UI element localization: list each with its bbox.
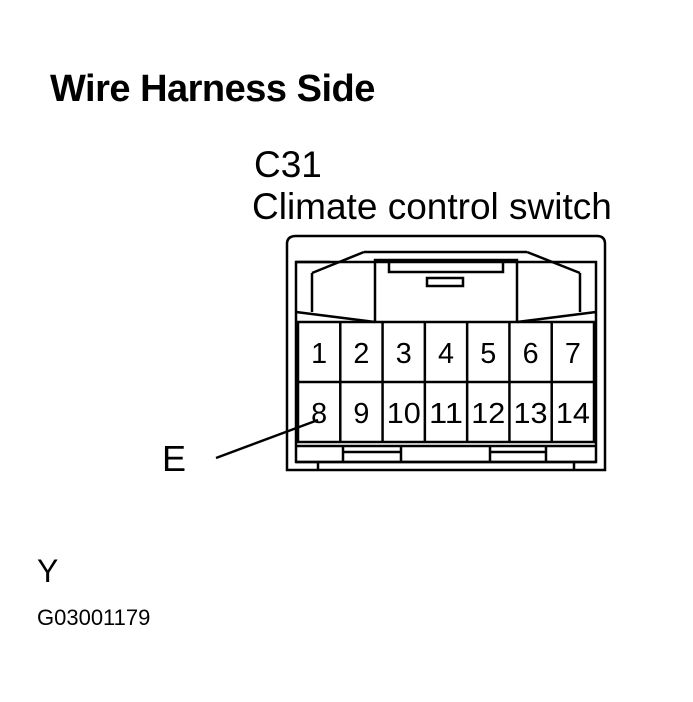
pin-6-label: 6 — [523, 338, 539, 370]
pin-7-label: 7 — [565, 338, 581, 370]
wire-callout-leader — [215, 418, 319, 460]
wire-callout-label: E — [162, 438, 187, 479]
pin-4-label: 4 — [438, 338, 454, 370]
locking-tab — [373, 258, 519, 322]
pin-13-label: 13 — [514, 398, 548, 430]
wire-color-code: Y — [37, 553, 59, 589]
diagram-title: Wire Harness Side — [50, 68, 375, 110]
pin-8-label: 8 — [311, 398, 327, 430]
connector-name: Climate control switch — [252, 186, 612, 227]
figure-reference-code: G03001179 — [37, 605, 151, 630]
pin-11-label: 11 — [429, 398, 463, 430]
pin-3-label: 3 — [396, 338, 412, 370]
pin-9-label: 9 — [353, 398, 369, 430]
connector-id: C31 — [254, 144, 322, 185]
pin-1-label: 1 — [311, 338, 327, 370]
pin-12-label: 12 — [471, 398, 505, 430]
connector-housing — [285, 234, 607, 472]
pin-14-label: 14 — [556, 398, 590, 430]
pin-10-label: 10 — [387, 398, 421, 430]
pin-2-label: 2 — [353, 338, 369, 370]
pin-5-label: 5 — [480, 338, 496, 370]
